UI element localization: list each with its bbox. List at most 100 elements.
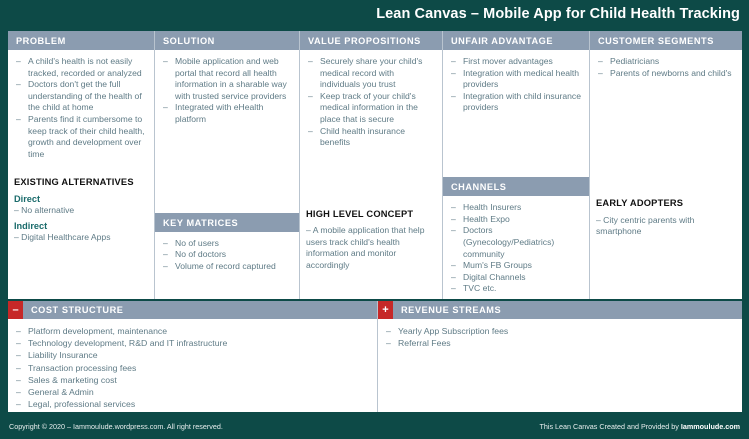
list-item: Legal, professional services	[14, 398, 371, 410]
list-item: First mover advantages	[449, 56, 583, 68]
box-revenue-streams: + REVENUE STREAMS Yearly App Subscriptio…	[378, 301, 742, 412]
list-item: No of doctors	[161, 249, 293, 261]
list-item: Integrated with eHealth platform	[161, 102, 293, 125]
spacer	[155, 152, 299, 213]
cost-structure-body: Platform development, maintenance Techno…	[8, 319, 377, 414]
list-item: Securely share your child's medical reco…	[306, 56, 436, 91]
list-item: Mobile application and web portal that r…	[161, 56, 293, 102]
spacer	[8, 164, 154, 171]
spacer	[443, 118, 589, 177]
spacer	[590, 242, 742, 299]
list-item: Platform development, maintenance	[14, 325, 371, 337]
section-header-unfair-advantage: UNFAIR ADVANTAGE	[443, 31, 589, 50]
list-item: Health Expo	[449, 214, 583, 226]
revenue-streams-body: Yearly App Subscription fees Referral Fe…	[378, 319, 742, 353]
direct-label: Direct	[14, 193, 41, 204]
revenue-streams-list: Yearly App Subscription fees Referral Fe…	[384, 325, 736, 350]
channels-list: Health Insurers Health Expo Doctors (Gyn…	[449, 202, 583, 295]
early-adopters-text: – City centric parents with smartphone	[596, 214, 695, 237]
minus-sign-icon: –	[8, 301, 23, 319]
spacer	[590, 83, 742, 192]
section-header-value-propositions: VALUE PROPOSITIONS	[300, 31, 442, 50]
canvas-grid: PROBLEM A child's health is not easily t…	[8, 31, 742, 299]
customer-segments-body: Pediatricians Parents of newborns and ch…	[590, 50, 742, 83]
unfair-advantage-list: First mover advantages Integration with …	[449, 56, 583, 114]
list-item: Doctors (Gynecology/Pediatrics) communit…	[449, 225, 583, 260]
footer-bar: Copyright © 2020 – Iammoulude.wordpress.…	[0, 414, 749, 439]
list-item: Volume of record captured	[161, 261, 293, 273]
spacer	[155, 277, 299, 299]
list-item: Parents find it cumbersome to keep track…	[14, 114, 148, 160]
list-item: Yearly App Subscription fees	[384, 325, 736, 337]
section-header-key-matrices: KEY MATRICES	[155, 212, 299, 232]
column-value-propositions: VALUE PROPOSITIONS Securely share your c…	[300, 31, 443, 299]
solution-list: Mobile application and web portal that r…	[161, 56, 293, 126]
spacer	[300, 153, 442, 203]
list-item: TVC etc.	[449, 283, 583, 295]
spacer	[300, 276, 442, 299]
channels-body: Health Insurers Health Expo Doctors (Gyn…	[443, 196, 589, 299]
section-header-channels: CHANNELS	[443, 177, 589, 197]
spacer	[155, 130, 299, 152]
list-item: Referral Fees	[384, 337, 736, 349]
list-item: Technology development, R&D and IT infra…	[14, 337, 371, 349]
plus-sign-icon: +	[378, 301, 393, 319]
list-item: Pediatricians	[596, 56, 736, 68]
direct-value: – No alternative	[14, 205, 75, 216]
early-adopters-title: EARLY ADOPTERS	[596, 198, 684, 209]
existing-alternatives-title: EXISTING ALTERNATIVES	[14, 177, 134, 188]
unfair-advantage-body: First mover advantages Integration with …	[443, 50, 589, 118]
indirect-value: – Digital Healthcare Apps	[14, 232, 111, 243]
column-customer-segments: CUSTOMER SEGMENTS Pediatricians Parents …	[590, 31, 742, 299]
indirect-label: Indirect	[14, 220, 48, 231]
cost-structure-label: COST STRUCTURE	[31, 305, 124, 315]
high-level-concept-title: HIGH LEVEL CONCEPT	[306, 208, 414, 219]
list-item: Child health insurance benefits	[306, 126, 436, 149]
list-item: Liability Insurance	[14, 349, 371, 361]
column-unfair-advantage: UNFAIR ADVANTAGE First mover advantages …	[443, 31, 590, 299]
list-item: Mum's FB Groups	[449, 260, 583, 272]
customer-segments-list: Pediatricians Parents of newborns and ch…	[596, 56, 736, 79]
revenue-streams-label: REVENUE STREAMS	[401, 305, 502, 315]
list-item: A child's health is not easily tracked, …	[14, 56, 148, 79]
list-item: Integration with medical health provider…	[449, 68, 583, 91]
cost-structure-header: – COST STRUCTURE	[8, 301, 377, 319]
section-header-problem: PROBLEM	[8, 31, 154, 50]
section-header-solution: SOLUTION	[155, 31, 299, 50]
footer-copyright: Copyright © 2020 – Iammoulude.wordpress.…	[9, 422, 223, 431]
high-level-concept-block: HIGH LEVEL CONCEPT – A mobile applicatio…	[300, 203, 442, 276]
problem-list: A child's health is not easily tracked, …	[14, 56, 148, 160]
list-item: Keep track of your child's medical infor…	[306, 91, 436, 126]
list-item: Sales & marketing cost	[14, 374, 371, 386]
value-propositions-body: Securely share your child's medical reco…	[300, 50, 442, 153]
existing-alternatives-block: EXISTING ALTERNATIVES Direct – No altern…	[8, 171, 154, 247]
list-item: Integration with child insurance provide…	[449, 91, 583, 114]
bottom-row: – COST STRUCTURE Platform development, m…	[8, 301, 742, 412]
list-item: No of users	[161, 238, 293, 250]
spacer	[8, 248, 154, 299]
list-item: Transaction processing fees	[14, 362, 371, 374]
footer-credit-brand: Iammoulude.com	[680, 422, 740, 431]
column-problem: PROBLEM A child's health is not easily t…	[8, 31, 155, 299]
title-bar: Lean Canvas – Mobile App for Child Healt…	[0, 0, 749, 29]
section-header-customer-segments: CUSTOMER SEGMENTS	[590, 31, 742, 50]
value-propositions-list: Securely share your child's medical reco…	[306, 56, 436, 149]
high-level-concept-text: – A mobile application that help users t…	[306, 225, 425, 270]
page-title: Lean Canvas – Mobile App for Child Healt…	[376, 6, 740, 22]
early-adopters-block: EARLY ADOPTERS – City centric parents wi…	[590, 192, 742, 242]
cost-structure-list: Platform development, maintenance Techno…	[14, 325, 371, 411]
problem-body: A child's health is not easily tracked, …	[8, 50, 154, 164]
list-item: Doctors don't get the full understanding…	[14, 79, 148, 114]
key-matrices-list: No of users No of doctors Volume of reco…	[161, 238, 293, 273]
column-solution: SOLUTION Mobile application and web port…	[155, 31, 300, 299]
list-item: Health Insurers	[449, 202, 583, 214]
list-item: Digital Channels	[449, 272, 583, 284]
footer-credit: This Lean Canvas Created and Provided by…	[539, 422, 740, 431]
key-matrices-body: No of users No of doctors Volume of reco…	[155, 232, 299, 277]
list-item: Parents of newborns and child's	[596, 68, 736, 80]
list-item: General & Admin	[14, 386, 371, 398]
footer-credit-prefix: This Lean Canvas Created and Provided by	[539, 422, 681, 431]
solution-body: Mobile application and web portal that r…	[155, 50, 299, 130]
revenue-streams-header: + REVENUE STREAMS	[378, 301, 742, 319]
